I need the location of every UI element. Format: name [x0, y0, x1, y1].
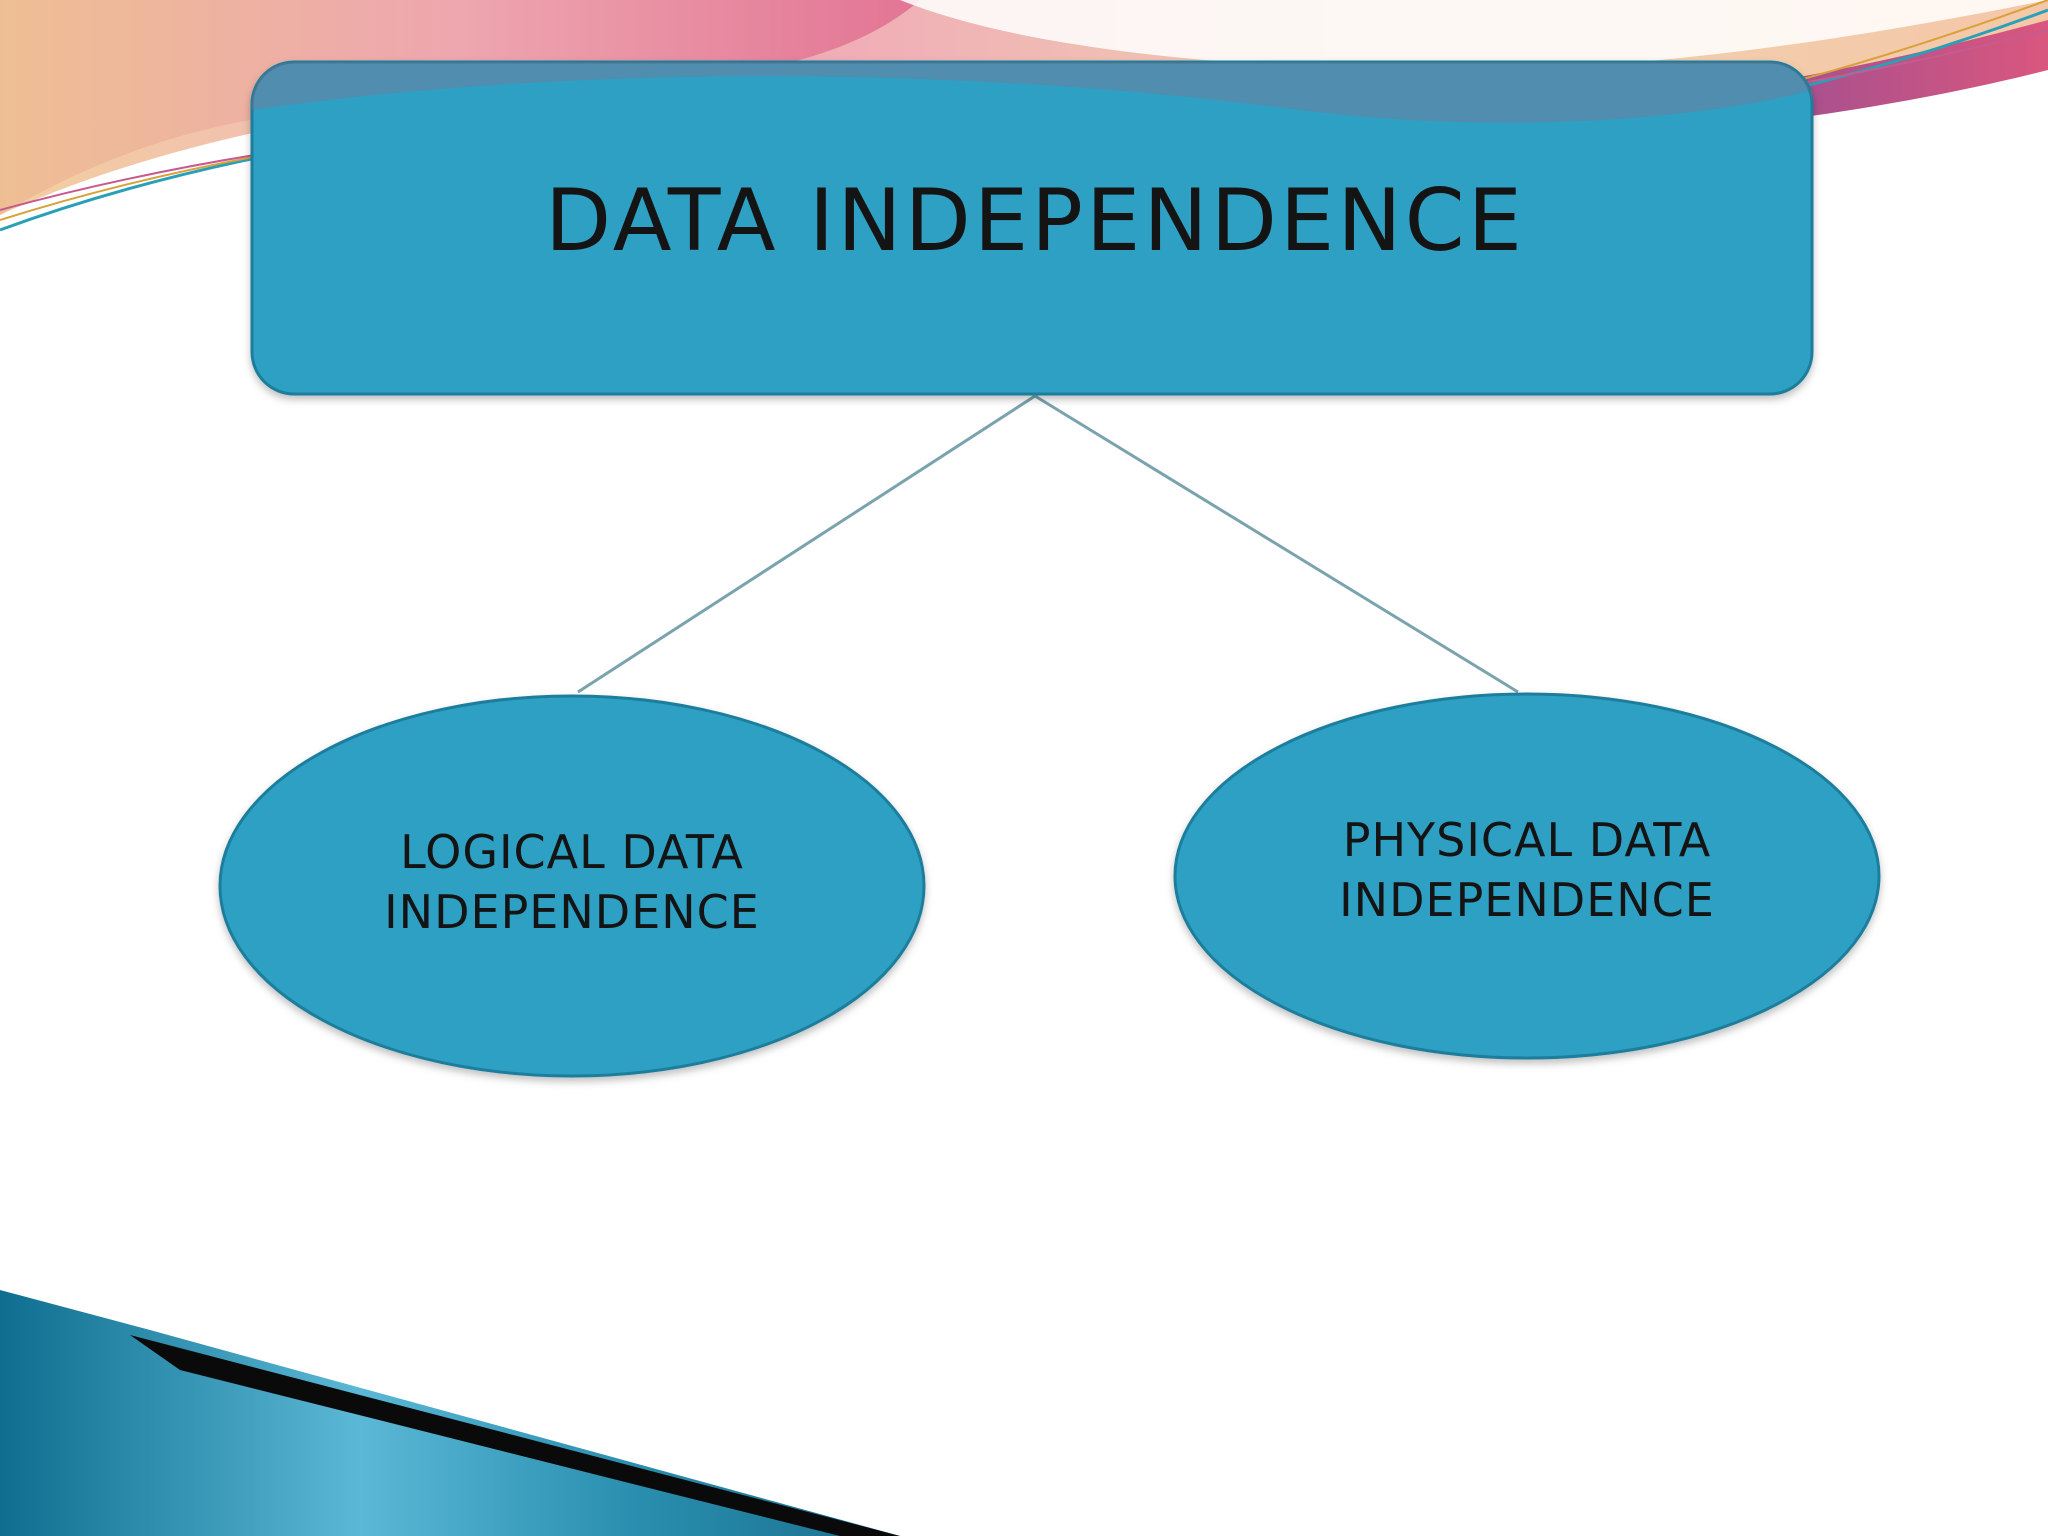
- bottom-decorative-wedge: [0, 1290, 900, 1536]
- connector-right: [1034, 394, 1519, 694]
- child-node-logical-line1: LOGICAL DATA: [400, 825, 744, 879]
- connector-left: [577, 394, 1036, 694]
- child-node-physical-line1: PHYSICAL DATA: [1343, 813, 1712, 867]
- root-node-label: DATA INDEPENDENCE: [545, 171, 1525, 271]
- child-node-logical: LOGICAL DATA INDEPENDENCE: [218, 694, 926, 1078]
- child-node-physical: PHYSICAL DATA INDEPENDENCE: [1173, 692, 1881, 1060]
- root-node: DATA INDEPENDENCE: [250, 60, 1814, 396]
- child-node-physical-line2: INDEPENDENCE: [1339, 873, 1715, 927]
- child-node-logical-line2: INDEPENDENCE: [384, 885, 760, 939]
